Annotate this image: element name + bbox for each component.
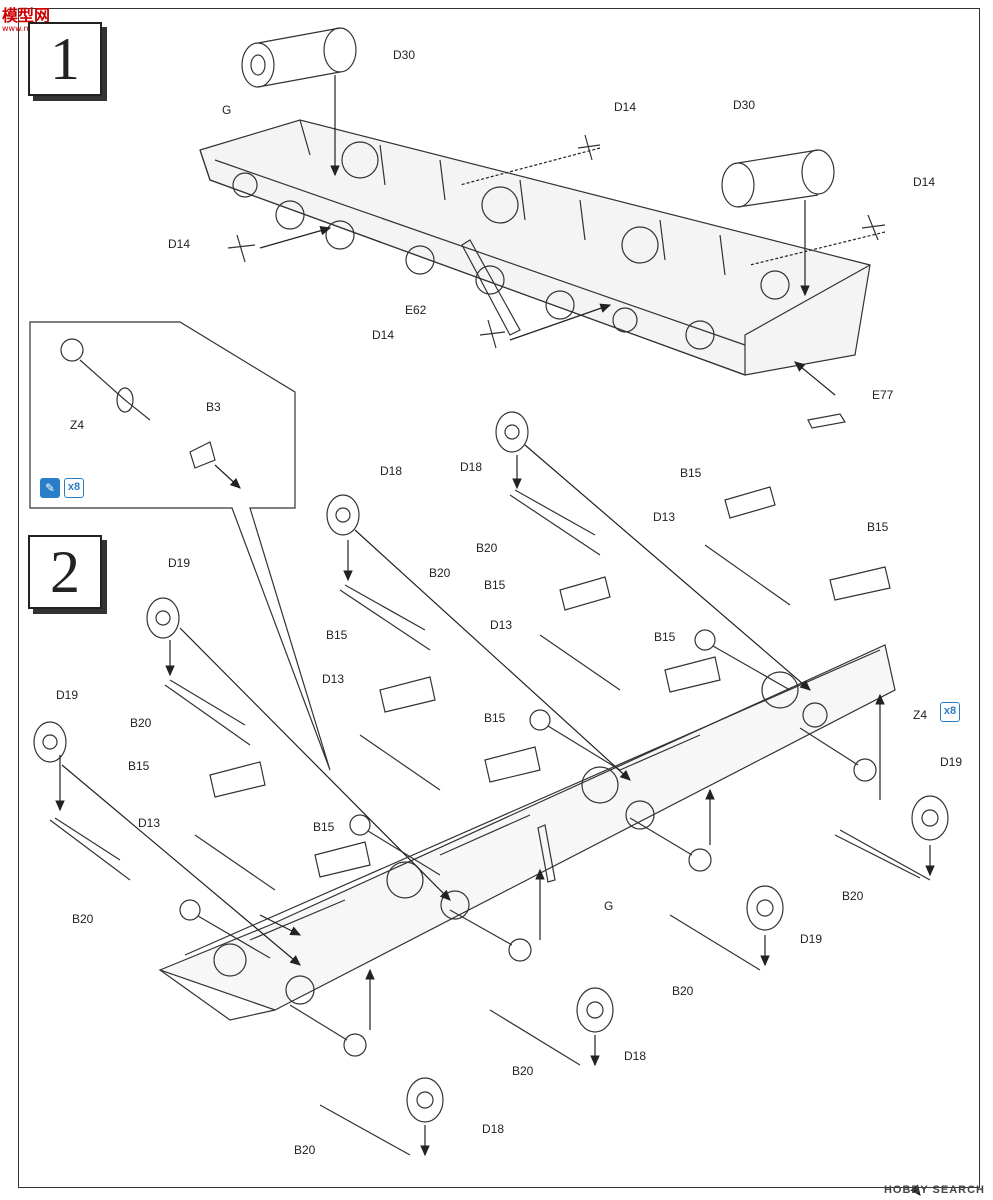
step1-arrows <box>259 75 836 396</box>
label-b20-8: B20 <box>294 1143 316 1157</box>
label-b15-5: B15 <box>326 628 348 642</box>
label-b20-3: B20 <box>130 716 152 730</box>
quantity-badge-inset: x8 <box>64 478 84 498</box>
label-b3-inset: B3 <box>206 400 221 414</box>
label-b15-4: B15 <box>654 630 676 644</box>
label-d18-1: D18 <box>380 464 403 478</box>
label-g-step2: G <box>604 899 614 913</box>
label-e77: E77 <box>872 388 894 402</box>
label-z4-step2: Z4 <box>913 708 928 722</box>
label-b15-3: B15 <box>484 578 506 592</box>
label-d18-2: D18 <box>460 460 483 474</box>
hull-step1 <box>199 119 871 376</box>
label-d18-3: D18 <box>624 1049 647 1063</box>
label-d13-1: D13 <box>653 510 676 524</box>
label-b20-5: B20 <box>842 889 864 903</box>
label-d30-b: D30 <box>733 98 756 112</box>
cylinder-d30-right <box>721 149 835 208</box>
label-d13-2: D13 <box>490 618 513 632</box>
label-b15-8: B15 <box>313 820 335 834</box>
hull-step2 <box>158 644 896 1021</box>
label-g-step1: G <box>222 103 232 117</box>
label-b15-7: B15 <box>128 759 150 773</box>
instruction-frame <box>18 8 980 1188</box>
label-e62: E62 <box>405 303 427 317</box>
label-b20-7: B20 <box>512 1064 534 1078</box>
label-b20-6: B20 <box>672 984 694 998</box>
label-b20-4: B20 <box>72 912 94 926</box>
label-b20-2: B20 <box>429 566 451 580</box>
label-d14-a: D14 <box>614 100 637 114</box>
label-z4-inset: Z4 <box>70 418 85 432</box>
part-d14-set <box>227 134 886 349</box>
suspension-arm-set <box>49 489 931 1156</box>
label-d19-4: D19 <box>800 932 823 946</box>
label-b15-6: B15 <box>484 711 506 725</box>
part-e77 <box>807 413 846 429</box>
glue-icon: ✎ <box>40 478 60 498</box>
detail-inset-callout <box>29 321 331 771</box>
label-d14-b: D14 <box>913 175 936 189</box>
label-d14-d: D14 <box>372 328 395 342</box>
label-d19-1: D19 <box>168 556 191 570</box>
label-b15-1: B15 <box>680 466 702 480</box>
label-b15-2: B15 <box>867 520 889 534</box>
watermark-footer: HOBBY SEARCH <box>883 1184 985 1196</box>
z4-rod-set <box>179 629 877 1057</box>
label-d19-3: D19 <box>940 755 963 769</box>
step1-dashed-guides <box>459 147 886 266</box>
label-d14-c: D14 <box>168 237 191 251</box>
hub-set <box>33 411 949 1123</box>
quantity-badge-step2: x8 <box>940 702 960 722</box>
step-2-number: 2 <box>28 535 102 609</box>
label-d18-4: D18 <box>482 1122 505 1136</box>
inset-part-z4-b3 <box>60 338 241 489</box>
step2-arrows <box>55 444 935 1157</box>
label-d19-2: D19 <box>56 688 79 702</box>
label-d13-3: D13 <box>322 672 345 686</box>
label-d13-4: D13 <box>138 816 161 830</box>
cylinder-d30-left <box>241 27 357 88</box>
step-1-number: 1 <box>28 22 102 96</box>
b15-block-set <box>209 486 891 878</box>
label-d30-a: D30 <box>393 48 416 62</box>
label-b20-1: B20 <box>476 541 498 555</box>
